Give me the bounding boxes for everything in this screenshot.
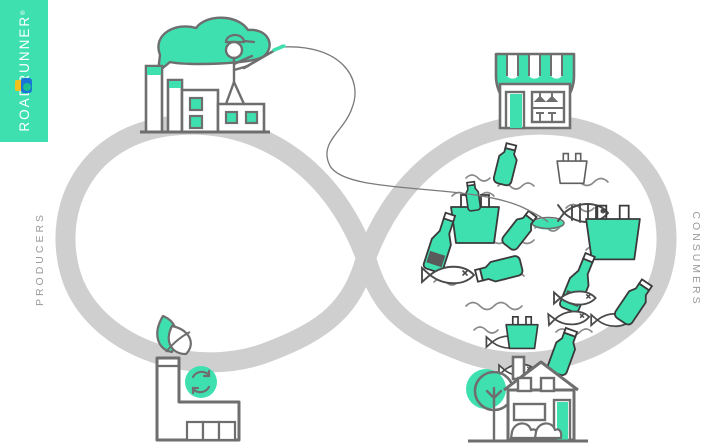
brand-name: ROADRUNNER	[16, 14, 32, 132]
roadrunner-bird-mark	[15, 78, 32, 93]
dead-fish	[421, 265, 476, 285]
plastic-bag	[450, 194, 500, 244]
brand-wordmark: ROADRUNNER®	[0, 0, 48, 142]
dead-fish	[547, 310, 591, 328]
dead-fish-skeleton	[557, 203, 610, 223]
fisherman	[224, 33, 286, 106]
loop-right-consumers	[355, 114, 677, 373]
trademark-symbol: ®	[21, 10, 27, 15]
plastic-bottle	[613, 278, 654, 326]
label-consumers: CONSUMERS	[690, 211, 702, 307]
dead-fish	[553, 290, 597, 306]
retail-storefront	[494, 52, 576, 130]
loop-left-producers	[55, 114, 377, 373]
plastic-bottle	[492, 142, 518, 187]
plastic-bottle	[501, 209, 538, 251]
glass-bottle	[422, 211, 457, 274]
plastic-bottle	[473, 255, 524, 283]
plastic-bag	[585, 204, 641, 261]
consumer-house	[466, 355, 588, 443]
brand-banner: ROADRUNNER®	[0, 0, 48, 142]
smoke-cloud	[156, 16, 271, 74]
plastic-bag	[505, 315, 539, 350]
recycling-factory	[155, 314, 241, 442]
cast-fishing-line	[281, 46, 549, 223]
polluting-factory	[140, 16, 271, 134]
label-producers: PRODUCERS	[34, 211, 46, 307]
plastic-bottle	[465, 180, 482, 212]
plastic-bag	[556, 152, 588, 185]
ocean-pollution	[421, 142, 654, 377]
infinity-loop	[55, 114, 677, 373]
